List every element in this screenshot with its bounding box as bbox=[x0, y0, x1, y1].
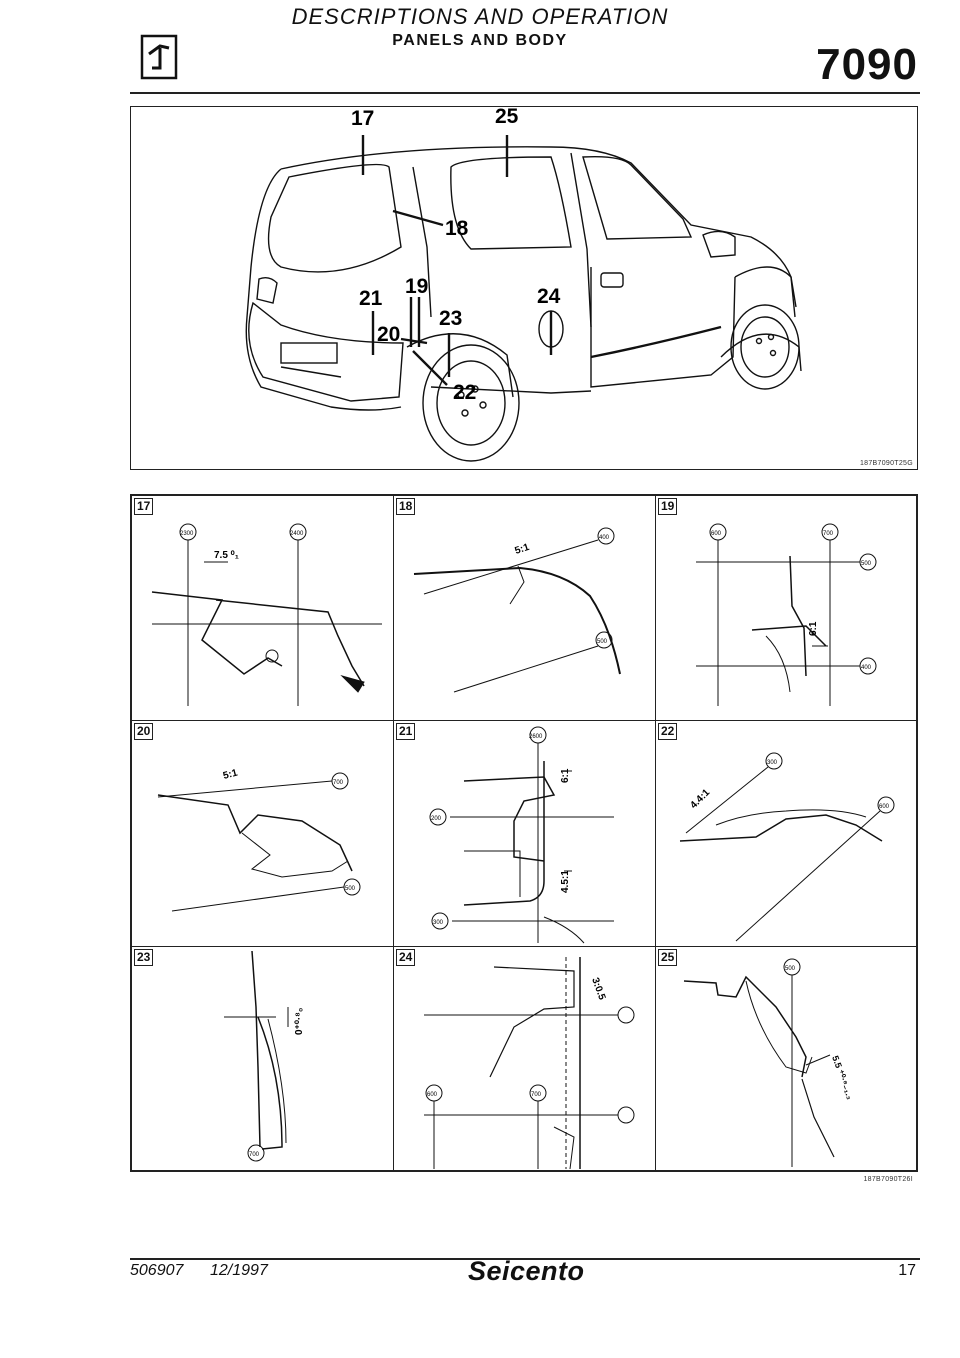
mark-2600: 2600 bbox=[529, 734, 543, 740]
scale-label: 6:1 bbox=[808, 621, 819, 636]
mark-500: 500 bbox=[785, 966, 796, 972]
scale-label: 0⁺⁰·⁸₀ bbox=[294, 1008, 305, 1035]
detail-cell-22: 22 4.4:1 300 600 bbox=[655, 720, 917, 948]
body-section-icon bbox=[140, 34, 178, 80]
scale-label: 7.5 ⁰₁ bbox=[214, 550, 239, 561]
mark-200: 200 bbox=[431, 816, 442, 822]
header-rule bbox=[130, 92, 920, 94]
detail-figure-code: 187B7090T26I bbox=[863, 1176, 913, 1183]
detail-cell-25: 25 5.5 ⁺⁰·⁸₋₁.₃ 500 bbox=[655, 946, 917, 1171]
footer-rule bbox=[130, 1258, 920, 1260]
section-drawing: 6:1 600 700 500 400 bbox=[696, 523, 877, 706]
detail-figure-panel: 17 2300 2400 7.5 ⁰₁ 18 bbox=[130, 494, 918, 1183]
detail-cell-20: 20 5:1 700 500 bbox=[131, 720, 395, 948]
callout-24: 24 bbox=[537, 285, 561, 308]
scale-label: 4.4:1 bbox=[688, 787, 712, 811]
section-code: 7090 bbox=[816, 40, 918, 89]
section-drawing: 4.4:1 300 600 bbox=[679, 752, 895, 942]
detail-number: 20 bbox=[134, 723, 154, 740]
mark-700: 700 bbox=[333, 780, 344, 786]
detail-number: 17 bbox=[134, 498, 154, 515]
detail-cell-19: 19 6:1 600 700 500 400 bbox=[655, 495, 917, 722]
detail-cell-17: 17 2300 2400 7.5 ⁰₁ bbox=[131, 495, 395, 722]
mark-300: 300 bbox=[433, 920, 444, 926]
scale-label: 5:1 bbox=[222, 767, 239, 781]
mark-700: 700 bbox=[823, 531, 834, 537]
section-drawing: 2300 2400 7.5 ⁰₁ bbox=[151, 523, 382, 706]
detail-cell-24: 24 3:0.5 600 700 bbox=[393, 946, 657, 1171]
section-drawing: 5:1 700 500 bbox=[157, 767, 361, 912]
section-drawing: 3:0.5 600 700 bbox=[424, 957, 635, 1170]
callout-20: 20 bbox=[377, 323, 400, 346]
mark-500: 500 bbox=[345, 886, 356, 892]
detail-number: 19 bbox=[658, 498, 678, 515]
section-drawing: 5:1 400 500 bbox=[413, 527, 621, 693]
doc-date: 12/1997 bbox=[210, 1262, 268, 1279]
scale-label: 5.5 ⁺⁰·⁸₋₁.₃ bbox=[830, 1054, 855, 1100]
detail-number: 23 bbox=[134, 949, 154, 966]
callout-18: 18 bbox=[445, 217, 469, 240]
page-number: 17 bbox=[898, 1262, 916, 1279]
doc-number: 506907 bbox=[130, 1262, 184, 1279]
detail-number: 25 bbox=[658, 949, 678, 966]
mark-600: 600 bbox=[711, 531, 722, 537]
callout-25: 25 bbox=[495, 107, 519, 128]
mark-400: 400 bbox=[599, 535, 610, 541]
mark-2400: 2400 bbox=[290, 531, 304, 537]
callout-19: 19 bbox=[405, 275, 428, 298]
main-figure-panel: 17 25 18 21 19 24 20 23 22 187B7090T25G bbox=[130, 106, 918, 470]
mark-500: 500 bbox=[861, 561, 872, 567]
mark-700: 700 bbox=[531, 1092, 542, 1098]
detail-number: 18 bbox=[396, 498, 416, 515]
mark-700: 700 bbox=[249, 1152, 260, 1158]
brand-name: Seicento bbox=[468, 1256, 585, 1286]
scale-label: 5:1 bbox=[514, 542, 532, 557]
detail-cell-23: 23 0⁺⁰·⁸₀ 700 bbox=[131, 946, 395, 1171]
section-drawing: 0⁺⁰·⁸₀ 700 bbox=[224, 950, 305, 1162]
mark-600: 600 bbox=[879, 804, 890, 810]
detail-cell-18: 18 5:1 400 500 bbox=[393, 495, 657, 722]
scale-label-2: 4.5:1 bbox=[560, 870, 571, 893]
mark-400: 400 bbox=[861, 665, 872, 671]
mark-2300: 2300 bbox=[180, 531, 194, 537]
mark-500: 500 bbox=[597, 639, 608, 645]
scale-label: 6:1 bbox=[560, 768, 571, 783]
callout-21: 21 bbox=[359, 287, 383, 310]
callout-17: 17 bbox=[351, 107, 374, 130]
subsection-title: PANELS AND BODY bbox=[392, 32, 568, 49]
detail-number: 22 bbox=[658, 723, 678, 740]
scale-label: 3:0.5 bbox=[589, 976, 607, 1002]
mark-600: 600 bbox=[427, 1092, 438, 1098]
detail-cell-21: 21 6:1 4.5:1 2600 200 300 bbox=[393, 720, 657, 948]
callout-22: 22 bbox=[453, 381, 476, 404]
car-illustration: 17 25 18 21 19 24 20 23 22 bbox=[245, 107, 802, 462]
detail-number: 21 bbox=[396, 723, 416, 740]
section-drawing: 5.5 ⁺⁰·⁸₋₁.₃ 500 bbox=[683, 958, 855, 1167]
mark-300: 300 bbox=[767, 760, 778, 766]
main-figure-code: 187B7090T25G bbox=[859, 460, 913, 467]
section-drawing: 6:1 4.5:1 2600 200 300 bbox=[429, 726, 614, 944]
section-title: DESCRIPTIONS AND OPERATION bbox=[291, 4, 669, 29]
detail-number: 24 bbox=[396, 949, 416, 966]
callout-23: 23 bbox=[439, 307, 462, 330]
